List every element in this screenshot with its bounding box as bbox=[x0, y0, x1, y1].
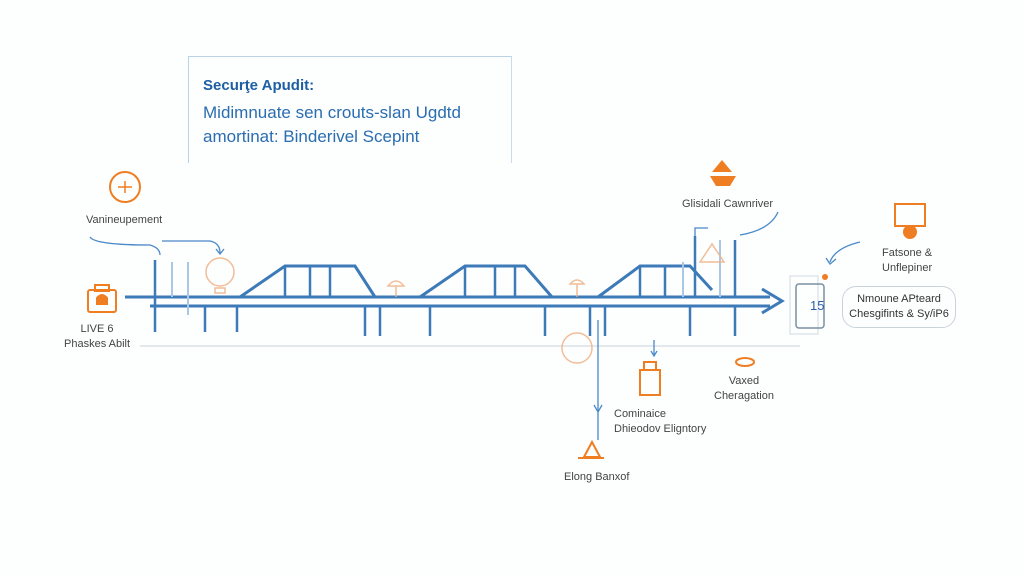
device-icon bbox=[795, 283, 825, 329]
alert-window-icon bbox=[894, 203, 926, 227]
label-top-left: Vanineupement bbox=[86, 214, 163, 226]
title-line-1: Midimnuate sen crouts-slan Ugdtd bbox=[203, 103, 461, 122]
arrowhead-icon bbox=[761, 287, 785, 315]
main-track bbox=[125, 236, 785, 336]
title-body: Midimnuate sen crouts-slan Ugdtd amortina… bbox=[203, 101, 461, 149]
bell-icon bbox=[698, 242, 726, 263]
title-heading: Securţe Apudit: bbox=[203, 77, 315, 94]
title-box: Securţe Apudit: Midimnuate sen crouts-sl… bbox=[188, 56, 512, 163]
bridge-2 bbox=[419, 264, 554, 299]
vault-icon bbox=[710, 160, 736, 186]
warning-icon bbox=[582, 439, 602, 458]
package-icon bbox=[639, 361, 661, 396]
drum-icon bbox=[735, 357, 755, 367]
lamp-icon-2 bbox=[568, 279, 586, 297]
device-panel bbox=[789, 275, 819, 335]
label-bottom-left: Elong Banxof bbox=[564, 471, 630, 483]
bridge-posts bbox=[283, 266, 667, 297]
network-icon bbox=[109, 171, 141, 203]
lamp-icon bbox=[386, 280, 406, 297]
gauge-icon bbox=[205, 257, 235, 287]
track-legs bbox=[153, 236, 737, 336]
title-line-2: amortinat: Binderivel Scepint bbox=[203, 127, 420, 146]
orange-icons bbox=[87, 160, 926, 459]
label-top-right: Glisidali Cawnriver bbox=[682, 198, 774, 210]
label-right: Fatsone &Unflepiner bbox=[882, 247, 933, 274]
device-badge: 15 bbox=[810, 298, 825, 313]
bridge-1 bbox=[239, 264, 377, 299]
document-icon bbox=[561, 332, 593, 364]
connectors bbox=[89, 211, 861, 440]
